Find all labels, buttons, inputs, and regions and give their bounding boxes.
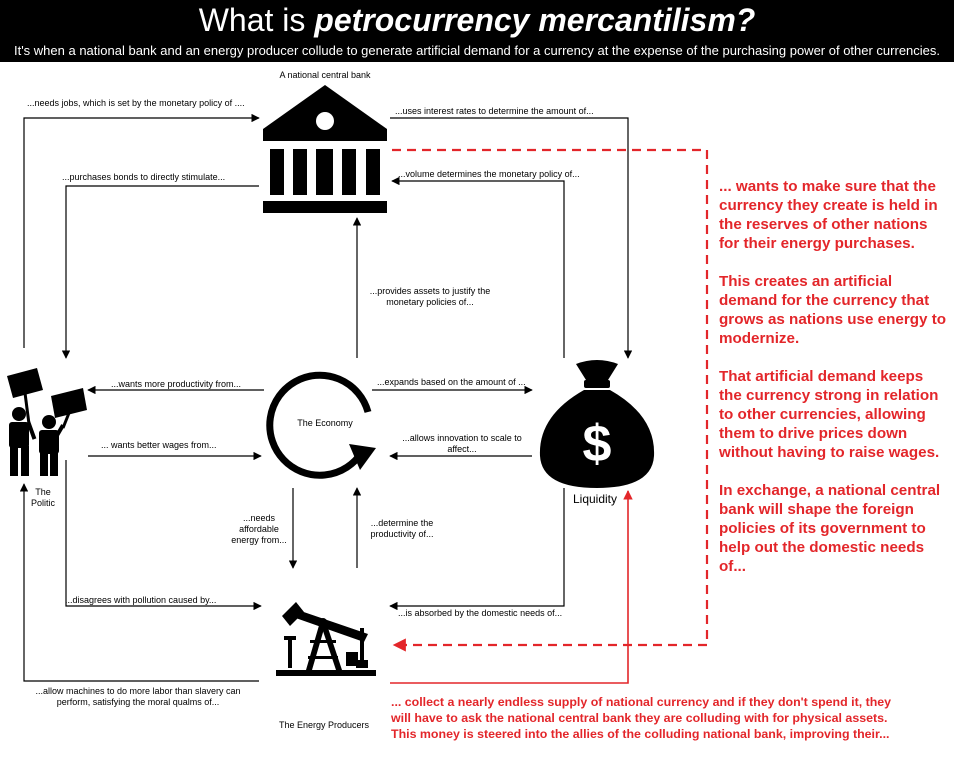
protest-icon — [7, 368, 87, 476]
edge-label-provides-assets-line1: ...provides assets to justify the — [369, 286, 491, 296]
edge-label-uses-interest: ...uses interest rates to determine the … — [395, 106, 594, 116]
edge-label-expands-based: ...expands based on the amount of ... — [377, 377, 526, 387]
edge-absorbed-by — [389, 488, 565, 611]
title-emphasis: petrocurrency mercantilism? — [314, 2, 756, 38]
cycle-icon — [266, 371, 376, 479]
producer-annotation-line: ... collect a nearly endless supply of n… — [391, 695, 892, 709]
node-label-energy: The Energy Producers — [278, 720, 370, 730]
edge-label-allows-innovation-line1: ...allows innovation to scale to — [402, 433, 522, 443]
edge-label-needs-jobs: ...needs jobs, which is set by the monet… — [27, 98, 245, 108]
producer-annotation: ... collect a nearly endless supply of n… — [391, 694, 951, 742]
header-bar: What is petrocurrency mercantilism? It's… — [0, 0, 954, 62]
node-label-bank: A national central bank — [279, 70, 371, 80]
svg-text:$: $ — [583, 415, 612, 473]
edge-purchases-bonds — [61, 185, 259, 359]
node-label-politic-line2: Politic — [30, 498, 55, 508]
edge-label-provides-assets: ...provides assets to justify the moneta… — [350, 286, 510, 308]
edge-label-wants-productivity: ...wants more productivity from... — [111, 379, 242, 389]
producer-annotation-line: will have to ask the national central ba… — [391, 711, 888, 725]
edge-label-allows-innovation: ...allows innovation to scale to affect.… — [394, 433, 530, 455]
edge-label-wants-wages: ... wants better wages from... — [101, 440, 217, 450]
edge-volume-determines — [391, 176, 565, 358]
bank-annotation-paragraph: ... wants to make sure that the currency… — [719, 178, 938, 252]
edge-label-allow-machines-line1: ...allow machines to do more labor than … — [35, 686, 241, 696]
edge-label-provides-assets-line2: monetary policies of... — [386, 297, 474, 307]
edge-label-needs-energy-line1: ...needs — [242, 513, 276, 523]
edge-label-allows-innovation-line2: affect... — [447, 444, 477, 454]
edge-label-determine-productivity-line2: productivity of... — [370, 529, 434, 539]
edge-label-volume-determines: ...volume determines the monetary policy… — [398, 169, 580, 179]
bank-annotation-paragraph: That artificial demand keeps the currenc… — [719, 368, 940, 461]
bank-icon — [263, 85, 387, 213]
node-label-liquidity: Liquidity — [572, 492, 618, 506]
edge-allow-machines — [19, 483, 259, 682]
producer-annotation-line: This money is steered into the allies of… — [391, 727, 890, 741]
oil-pump-icon — [276, 602, 376, 676]
node-label-politic: The Politic — [20, 487, 66, 509]
edge-label-purchases-bonds: ...purchases bonds to directly stimulate… — [62, 172, 226, 182]
page-subtitle: It's when a national bank and an energy … — [13, 43, 941, 58]
edge-needs-jobs — [23, 113, 260, 348]
edge-label-needs-energy-line2: affordable — [239, 524, 279, 534]
edge-label-determine-productivity-line1: ...determine the — [370, 518, 434, 528]
title-plain: What is — [198, 2, 315, 38]
edge-label-disagrees-pollution: ...disagrees with pollution caused by... — [65, 595, 217, 605]
edge-label-needs-energy: ...needs affordable energy from... — [222, 513, 296, 546]
bank-annotation: ... wants to make sure that the currency… — [719, 177, 949, 595]
edge-label-allow-machines: ...allow machines to do more labor than … — [20, 686, 256, 708]
page-title: What is petrocurrency mercantilism? — [0, 1, 954, 39]
edge-uses-interest — [390, 117, 633, 359]
bank-annotation-paragraph: This creates an artificial demand for th… — [719, 273, 947, 347]
edge-disagrees-pollution — [65, 460, 262, 611]
edge-label-allow-machines-line2: perform, satisfying the moral qualms of.… — [56, 697, 220, 707]
edge-red-solid-currency — [390, 490, 633, 684]
edge-label-determine-productivity: ...determine the productivity of... — [362, 518, 442, 540]
money-bag-icon: $ — [539, 360, 655, 488]
edge-label-needs-energy-line3: energy from... — [231, 535, 287, 545]
node-label-politic-line1: The — [35, 487, 51, 497]
node-label-economy: The Economy — [297, 418, 353, 428]
edge-label-absorbed-by: ...is absorbed by the domestic needs of.… — [398, 608, 563, 618]
bank-annotation-paragraph: In exchange, a national central bank wil… — [719, 482, 941, 575]
edge-red-dashed-collusion — [392, 148, 709, 652]
